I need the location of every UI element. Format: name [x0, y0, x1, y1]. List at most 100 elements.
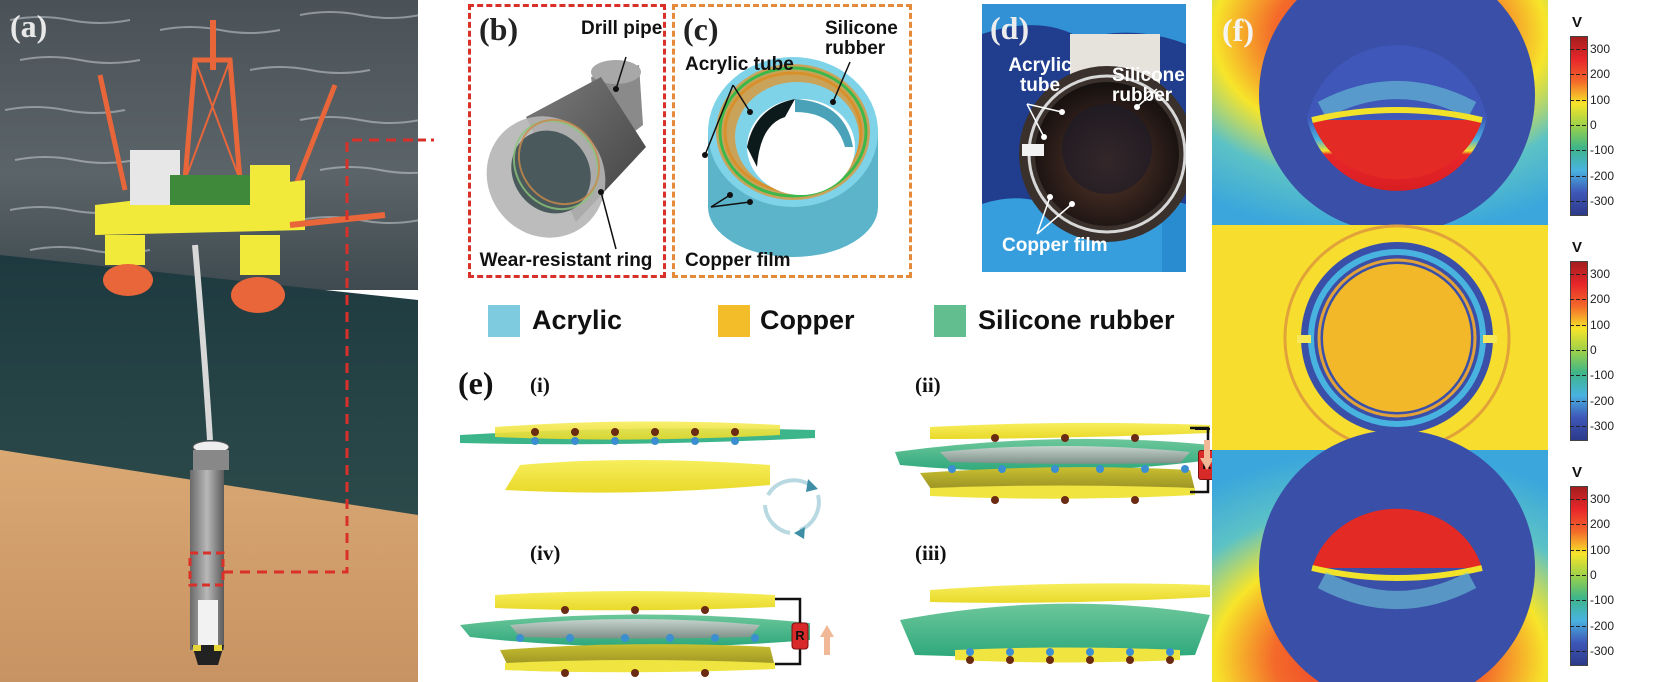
stage-i-charges — [531, 428, 739, 445]
stage-label-ii: (ii) — [915, 373, 941, 397]
resistor-iv-label: R — [795, 628, 805, 643]
negative-charge — [731, 437, 739, 445]
colorbar-tick-label: 300 — [1590, 266, 1611, 281]
tube-illustration — [702, 57, 878, 257]
positive-charge — [701, 606, 709, 614]
stage-i-layers — [460, 421, 815, 493]
callout-d-acrylic-tube: Acrylic tube — [1008, 55, 1072, 96]
negative-charge — [666, 634, 674, 642]
copper-layer-top — [495, 591, 775, 611]
negative-charge — [1096, 465, 1104, 473]
colorbar-tick-label: -200 — [1590, 168, 1615, 183]
colorbar-tick — [1570, 350, 1586, 351]
negative-charge — [651, 437, 659, 445]
positive-charge — [1126, 656, 1134, 664]
colorbar-tick — [1570, 400, 1586, 402]
colorbar-tick — [1570, 125, 1586, 126]
stage-label-iv: (iv) — [530, 541, 561, 565]
downhole-tool — [190, 440, 230, 665]
colorbar-tick — [1570, 324, 1586, 326]
colorbar-tick-label: 200 — [1590, 67, 1611, 82]
colorbar-tick-label: 0 — [1590, 343, 1597, 357]
negative-charge — [621, 634, 629, 642]
negative-charge — [711, 634, 719, 642]
colorbar-tick — [1570, 625, 1586, 627]
copper-layer-top — [930, 422, 1210, 439]
drilling-platform — [95, 20, 386, 313]
colorbar-tick — [1570, 426, 1586, 428]
positive-charge — [991, 434, 999, 442]
colorbar-tick-label: -300 — [1590, 419, 1615, 434]
stage-ii-layers — [895, 422, 1210, 499]
positive-charge — [701, 669, 709, 677]
callout-wear-resistant-ring: Wear-resistant ring — [479, 250, 653, 271]
colorbar-gradient — [1570, 36, 1588, 216]
colorbar-tick-label: -100 — [1590, 593, 1615, 608]
copper-layer-top — [495, 421, 780, 440]
negative-charge — [516, 634, 524, 642]
colorbar-tick — [1570, 48, 1586, 50]
copper-layer-bottom — [505, 460, 770, 493]
positive-charge — [651, 428, 659, 436]
callout-silicone-rubber: Silicone rubber — [825, 18, 898, 59]
negative-charge — [1006, 648, 1014, 656]
offshore-scene — [0, 0, 418, 682]
negative-charge — [1051, 465, 1059, 473]
colorbar-tick-label: -300 — [1590, 194, 1615, 209]
positive-charge — [611, 428, 619, 436]
colorbar-tick — [1570, 498, 1586, 500]
negative-charge — [948, 465, 956, 473]
potential-distribution-maps — [1212, 0, 1548, 682]
resistor — [791, 622, 809, 650]
positive-charge — [631, 606, 639, 614]
drill-pipe-illustration — [486, 56, 646, 250]
current-arrow-up-icon — [820, 625, 834, 655]
colorbar-tick — [1570, 575, 1586, 576]
prototype-photo — [982, 4, 1186, 272]
colorbar-tick — [1570, 651, 1586, 653]
colorbar-tick-label: 200 — [1590, 517, 1611, 532]
positive-charge — [1086, 656, 1094, 664]
stage-iv-charges — [516, 606, 759, 677]
colorbar-tick-label: 300 — [1590, 491, 1611, 506]
panel-e-label: (e) — [458, 365, 494, 401]
stage-iv-layers — [460, 591, 810, 673]
legend-swatch-copper — [718, 305, 750, 337]
negative-charge — [1166, 648, 1174, 656]
negative-charge — [691, 437, 699, 445]
negative-charge — [571, 437, 579, 445]
legend-swatch-acrylic — [488, 305, 520, 337]
positive-charge — [631, 669, 639, 677]
negative-charge — [751, 634, 759, 642]
negative-charge — [531, 437, 539, 445]
negative-charge — [1046, 648, 1054, 656]
circuit-wire — [775, 597, 802, 627]
negative-charge — [998, 465, 1006, 473]
colorbar-tick-label: 200 — [1590, 292, 1611, 307]
negative-charge — [1126, 648, 1134, 656]
stage-iii-layers — [900, 583, 1210, 663]
colorbar-tick — [1570, 273, 1586, 275]
legend-label-acrylic: Acrylic — [532, 305, 623, 335]
colorbar-gradient — [1570, 486, 1588, 666]
colorbar-unit: V — [1572, 464, 1583, 481]
stage-label-iii: (iii) — [915, 541, 947, 565]
cycle-arrows-icon — [763, 478, 821, 539]
positive-charge — [1131, 496, 1139, 504]
colorbar-tick-label: -300 — [1590, 644, 1615, 659]
zoom-connector-line — [223, 138, 418, 574]
colorbar-tick-label: 100 — [1590, 317, 1611, 332]
copper-layer-bottom — [955, 647, 1180, 663]
panel-a: (a) — [0, 0, 418, 682]
connector-extension — [418, 138, 434, 142]
positive-charge — [991, 496, 999, 504]
positive-charge — [1061, 434, 1069, 442]
panel-b: (b) Drill pipe Wear-resistant ring — [468, 4, 666, 278]
colorbar-tick-label: -100 — [1590, 368, 1615, 383]
panel-c-label: (c) — [683, 11, 719, 47]
positive-charge — [691, 428, 699, 436]
